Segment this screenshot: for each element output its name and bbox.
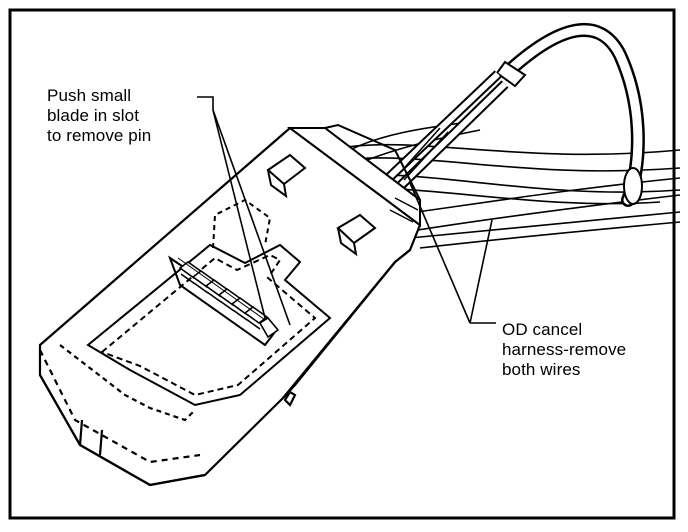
od-cancel-leader xyxy=(409,182,496,324)
od-cancel-instruction-label: OD cancel harness-remove both wires xyxy=(502,320,627,379)
remove-pin-leader xyxy=(197,96,291,326)
remove-pin-instruction-label: Push small blade in slot to remove pin xyxy=(47,86,152,145)
terminal-pins xyxy=(177,257,280,339)
od-cancel-harness xyxy=(374,23,645,207)
locking-tabs xyxy=(266,153,377,257)
diagram-frame xyxy=(8,8,676,520)
connector-rear-collar xyxy=(286,123,421,227)
